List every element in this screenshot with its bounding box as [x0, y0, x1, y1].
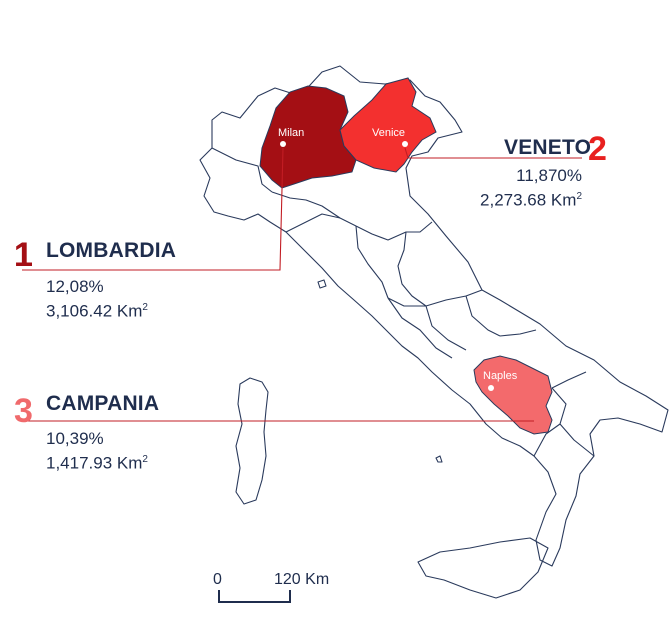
rank-2: 2 [588, 130, 607, 168]
rank-1: 1 [14, 236, 33, 274]
veneto-region [339, 77, 437, 173]
scale-end-value: 120 [274, 571, 301, 588]
lombardia-area: 3,106.42 Km [46, 301, 143, 321]
rank-3: 3 [14, 392, 33, 430]
scale-unit: Km [305, 571, 330, 588]
campania-area-sup: 2 [142, 454, 148, 465]
lombardia-leader-line [22, 147, 284, 271]
veneto-stats: 11,870% 2,273.68 Km2 [470, 165, 582, 211]
veneto-percent: 11,870% [516, 166, 582, 185]
region-name-lombardia: LOMBARDIA [46, 239, 177, 262]
scale-start-label: 0 [213, 571, 222, 588]
city-label-venice: Venice [372, 127, 405, 139]
rank-1-colored: 1 [14, 236, 33, 274]
veneto-leader-line [404, 147, 582, 159]
lombardia-area-sup: 2 [142, 302, 148, 313]
region-name-campania: CAMPANIA [46, 392, 160, 415]
scale-bar [218, 590, 291, 603]
campania-label: CAMPANIA [46, 392, 159, 416]
sicily-outline [417, 537, 549, 599]
lombardia-label: LOMBARDIA [46, 239, 176, 263]
campania-area: 1,417.93 Km [46, 453, 143, 473]
region-name-veneto: VENETO [504, 136, 592, 159]
veneto-label: VENETO [504, 136, 591, 160]
sardinia-outline [235, 377, 269, 505]
city-label-milan: Milan [278, 127, 304, 139]
scale-end-label: 120 Km [274, 571, 329, 589]
veneto-area: 2,273.68 Km [480, 190, 577, 210]
campania-region [473, 355, 553, 435]
campania-percent: 10,39% [46, 429, 104, 448]
lombardia-percent: 12,08% [46, 277, 104, 296]
lombardia-stats: 12,08% 3,106.42 Km2 [46, 276, 148, 322]
italy-mainland-outline [199, 65, 669, 567]
veneto-area-sup: 2 [576, 191, 582, 202]
campania-stats: 10,39% 1,417.93 Km2 [46, 428, 148, 474]
city-label-naples: Naples [483, 370, 518, 382]
